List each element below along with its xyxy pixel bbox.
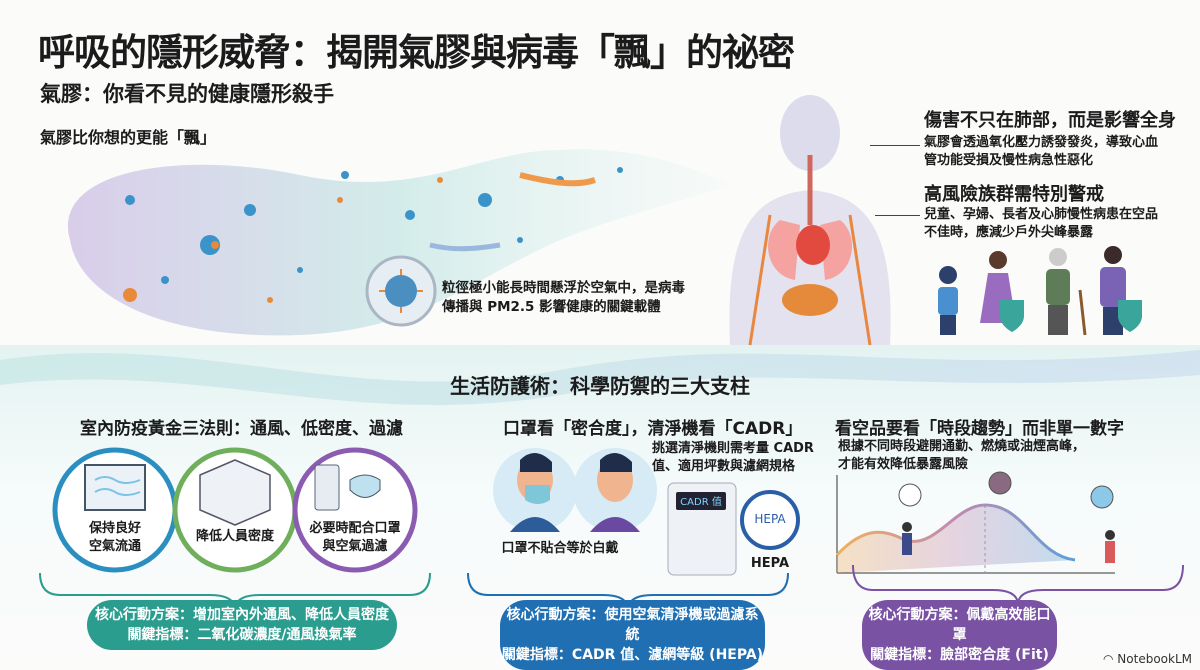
magnifier-virus-icon	[365, 255, 437, 327]
high-risk-groups-icon	[938, 246, 1142, 336]
text-line: 保持良好	[88, 521, 141, 536]
action-text: 核心行動方案：使用空氣清淨機或過濾系統	[506, 607, 759, 643]
mask-icon	[349, 474, 381, 498]
metric-text: 關鍵指標：臉部密合度 (Fit)	[870, 647, 1049, 663]
human-body-organs-illustration	[729, 95, 891, 346]
mask-caption: 口罩不貼合等於白戴	[501, 541, 619, 556]
hepa-filter-icon	[740, 490, 800, 550]
hepa-inner-label: HEPA	[754, 512, 786, 526]
room-icon	[199, 459, 271, 526]
clock-icon	[1090, 485, 1114, 509]
notebooklm-logo-icon: ◠	[1103, 652, 1118, 666]
action-text: 核心行動方案：佩戴高效能口罩	[868, 607, 1051, 643]
text-line: 兒童、孕婦、長者及心肺慢性病患在空品	[924, 207, 1159, 222]
notebooklm-brand: ◠ NotebookLM	[1103, 652, 1192, 666]
text-line: 才能有效降低暴露風險	[838, 457, 969, 472]
leader-line	[875, 215, 920, 216]
text-line: 空氣流通	[88, 539, 141, 554]
metric-text: 關鍵指標：CADR 值、濾網等級 (HEPA)	[501, 647, 764, 663]
page-subtitle: 氣膠：你看不見的健康隱形殺手	[40, 82, 334, 106]
aerosol-lead: 氣膠比你想的更能「飄」	[40, 128, 217, 147]
clock-icon	[898, 483, 922, 507]
text-line: 與空氣過濾	[322, 539, 388, 554]
pillar-2-illustration	[493, 448, 800, 576]
text-line: 管功能受損及慢性病急性惡化	[924, 153, 1094, 168]
text-line: 必要時配合口罩	[309, 521, 401, 536]
pillar-1-heading: 室內防疫黃金三法則：通風、低密度、過濾	[80, 419, 403, 439]
caption-line: 粒徑極小能長時間懸浮於空氣中，是病毒	[442, 280, 685, 296]
caption-line: 傳播與 PM2.5 影響健康的關鍵載體	[442, 299, 661, 315]
metric-text: 關鍵指標：二氧化碳濃度/通風換氣率	[127, 627, 357, 643]
pillar-1-circles	[52, 447, 418, 573]
commuter-icon	[902, 533, 912, 555]
action-text: 核心行動方案：增加室內外通風、降低人員密度	[95, 607, 389, 623]
section-title: 生活防護術：科學防禦的三大支柱	[450, 374, 750, 398]
hepa-label: HEPA	[750, 556, 790, 571]
body-heading-2: 高風險族群需特別警戒	[924, 184, 1104, 205]
body-heading-1: 傷害不只在肺部，而是影響全身	[924, 110, 1176, 131]
pillar-1-item-1: 保持良好空氣流通	[65, 520, 165, 556]
body-text-1: 氣膠會透過氧化壓力誘發發炎，導致心血 管功能受損及慢性病急性惡化	[924, 134, 1158, 170]
text-line: 挑選清淨機則需考量 CADR	[652, 441, 814, 456]
pillar-3-summary-pill: 核心行動方案：佩戴高效能口罩關鍵指標：臉部密合度 (Fit)	[862, 600, 1057, 670]
walker-icon	[1105, 541, 1115, 563]
exposure-trend-illustration	[835, 471, 1115, 574]
pillar-3-note: 根據不同時段避開通勤、燃燒或油煙高峰， 才能有效降低暴露風險	[838, 438, 1085, 474]
aerosol-caption: 粒徑極小能長時間懸浮於空氣中，是病毒 傳播與 PM2.5 影響健康的關鍵載體	[442, 279, 685, 317]
window-icon	[84, 464, 146, 511]
text-line: 不佳時，應減少戶外尖峰暴露	[924, 225, 1094, 240]
leader-line	[870, 145, 920, 146]
body-text-2: 兒童、孕婦、長者及心肺慢性病患在空品 不佳時，應減少戶外尖峰暴露	[924, 206, 1158, 242]
pillar-1-summary-pill: 核心行動方案：增加室內外通風、降低人員密度關鍵指標：二氧化碳濃度/通風換氣率	[87, 600, 397, 650]
air-purifier-icon	[314, 464, 340, 511]
pillar-2-heading: 口罩看「密合度」，清淨機看「CADR」	[503, 419, 803, 439]
clock-icon	[988, 471, 1012, 495]
pillar-1-item-2: 降低人員密度	[195, 529, 274, 544]
pillar-3-heading: 看空品要看「時段趨勢」而非單一數字	[835, 419, 1124, 439]
page-title: 呼吸的隱形威脅：揭開氣膠與病毒「飄」的祕密	[38, 31, 795, 74]
brand-text: NotebookLM	[1117, 652, 1192, 666]
cadr-display: CADR 值	[680, 497, 722, 508]
pillar-1-item-3: 必要時配合口罩與空氣過濾	[295, 520, 415, 556]
pillar-2-note: 挑選清淨機則需考量 CADR 值、適用坪數與濾網規格	[652, 440, 814, 476]
text-line: 值、適用坪數與濾網規格	[652, 459, 796, 474]
text-line: 根據不同時段避開通勤、燃燒或油煙高峰，	[838, 439, 1086, 454]
text-line: 氣膠會透過氧化壓力誘發發炎，導致心血	[924, 135, 1159, 150]
pillar-2-summary-pill: 核心行動方案：使用空氣清淨機或過濾系統關鍵指標：CADR 值、濾網等級 (HEP…	[500, 600, 765, 670]
